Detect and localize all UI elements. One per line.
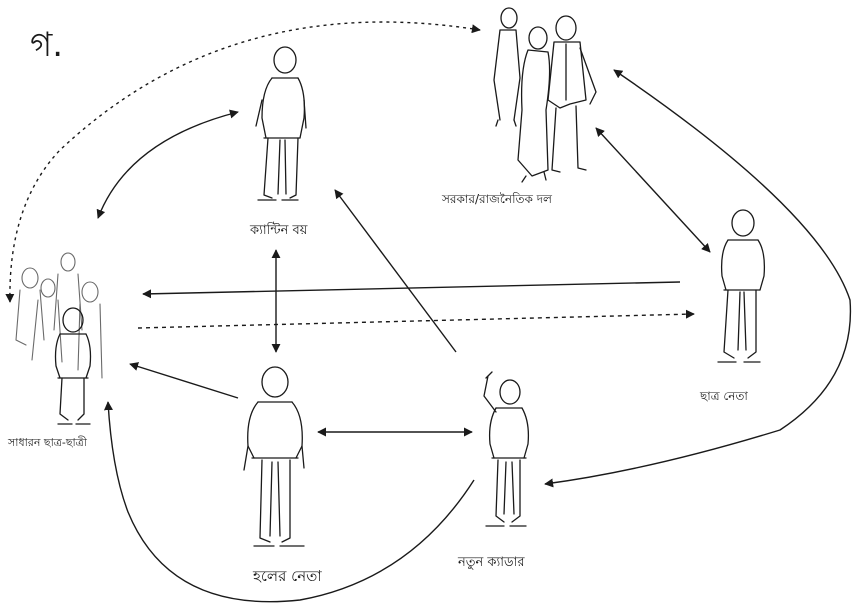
- new-cadre-figure: [484, 372, 528, 526]
- arrow-big-curve-gov-cadre: [545, 70, 850, 484]
- hall-leader-figure: [244, 367, 304, 546]
- canteen-boy-figure: [256, 47, 306, 200]
- label-general-students: সাধারন ছাত্র-ছাত্রী: [8, 437, 87, 448]
- label-government: সরকার/রাজনৈতিক দল: [442, 193, 552, 205]
- label-student-leader: ছাত্র নেতা: [700, 390, 748, 402]
- general-student-front-figure: [56, 308, 91, 424]
- arrow-gov-student-leader: [596, 128, 710, 252]
- arrow-canteen-students: [98, 112, 238, 218]
- general-students-figure: [16, 253, 102, 378]
- government-group-figure: [494, 8, 596, 182]
- student-leader-figure: [718, 210, 764, 362]
- arrow-hall-to-students: [130, 364, 238, 398]
- label-new-cadre: নতুন ক্যাডার: [458, 556, 525, 569]
- arrow-gov-students-dotted: [10, 22, 480, 302]
- arrow-students-to-student-leader-dotted: [138, 314, 694, 328]
- label-canteen-boy: ক্যান্টিন বয়: [250, 224, 307, 237]
- panel-label: গ.: [30, 28, 63, 62]
- arrow-cadre-to-canteen: [335, 190, 456, 352]
- label-hall-leader: হলের নেতা: [253, 569, 322, 584]
